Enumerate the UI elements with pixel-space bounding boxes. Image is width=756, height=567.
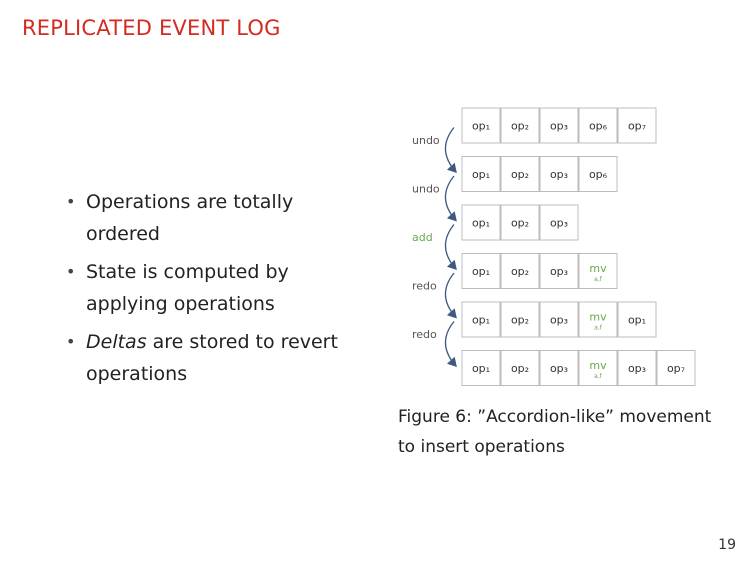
op-cell-label: op₂ (511, 217, 529, 230)
op-cell-label: op₁ (628, 314, 646, 327)
op-cell-label: op₆ (589, 120, 608, 133)
op-cell-label: mv (589, 311, 607, 324)
op-cell-label: op₂ (511, 265, 529, 278)
curved-arrow-icon (444, 272, 457, 319)
op-cell: op₁ (461, 107, 501, 144)
op-cell: op₁ (461, 301, 501, 338)
op-cell: op₂ (500, 301, 540, 338)
op-cell-label: op₃ (550, 217, 568, 230)
curved-arrow-icon (444, 127, 457, 173)
figure-caption-text: ”Accordion-like” movement to insert oper… (398, 407, 712, 457)
op-cell-sublabel: a,f (594, 325, 603, 332)
op-cell-label: op₁ (472, 120, 490, 133)
op-cell-label: op₇ (667, 362, 685, 375)
op-cell: op₁ (461, 156, 501, 192)
op-cell: op₆ (578, 107, 618, 144)
op-cell-label: op₁ (472, 168, 490, 181)
op-cell-sublabel: a,f (594, 276, 603, 283)
transition-arrow: add (412, 224, 457, 270)
op-cell: op₃ (539, 204, 579, 241)
op-cell: op₇ (617, 107, 657, 144)
bullet-item: • Deltas are stored to revert operations (62, 326, 362, 390)
accordion-diagram: op₁ op₂ op₃ op₆ op₇ op₁ op₂ op₃ op₆ op₁ op₂ op₃ op₁ o… (412, 107, 696, 386)
op-cell-label: mv (589, 262, 607, 275)
op-cell: op₁ (461, 204, 501, 241)
transition-label: undo (412, 134, 440, 147)
op-cell-label: mv (589, 359, 607, 372)
op-cell: op₁ (461, 350, 501, 386)
op-cell: mva,f (578, 253, 618, 289)
transition-arrow: redo (412, 272, 457, 319)
op-cell-label: op₂ (511, 168, 529, 181)
op-cell-label: op₂ (511, 314, 529, 327)
op-cell: mva,f (578, 301, 618, 338)
curved-arrow-icon (444, 175, 457, 222)
op-cell: op₂ (500, 107, 540, 144)
bullet-emphasis: Deltas (86, 331, 147, 353)
op-cell-label: op₃ (550, 168, 568, 181)
op-cell-sublabel: a,f (594, 373, 603, 380)
bullet-item: • Operations are totally ordered (62, 186, 362, 250)
op-cell-label: op₁ (472, 265, 490, 278)
bullet-text: State is computed by applying operations (86, 261, 289, 315)
op-cell-label: op₃ (550, 314, 568, 327)
transition-arrow: redo (412, 321, 457, 367)
op-cell-label: op₂ (511, 120, 529, 133)
op-cell-label: op₆ (589, 168, 608, 181)
op-cell: op₂ (500, 156, 540, 192)
bullet-dot-icon: • (66, 192, 76, 211)
bullet-text: are stored to revert operations (86, 331, 338, 385)
transition-arrow: undo (412, 175, 457, 222)
op-cell-label: op₂ (511, 362, 529, 375)
curved-arrow-icon (444, 321, 457, 367)
op-cell-label: op₃ (550, 120, 568, 133)
op-cell: op₆ (578, 156, 618, 192)
op-cell-label: op₃ (628, 362, 646, 375)
op-cell: op₇ (656, 350, 696, 386)
op-cell: op₃ (617, 350, 657, 386)
transition-label: redo (412, 328, 437, 341)
op-cell-label: op₇ (628, 120, 646, 133)
slide-title: REPLICATED EVENT LOG (22, 16, 281, 40)
op-cell-label: op₃ (550, 265, 568, 278)
op-cell: op₃ (539, 253, 579, 289)
op-cell: op₁ (461, 253, 501, 289)
op-cell: op₃ (539, 350, 579, 386)
figure-caption: Figure 6: ”Accordion-like” movement to i… (398, 402, 728, 462)
op-cell: op₃ (539, 156, 579, 192)
op-cell-label: op₁ (472, 217, 490, 230)
bullet-text: Operations are totally ordered (86, 191, 294, 245)
bullet-list: • Operations are totally ordered • State… (62, 186, 362, 396)
figure-caption-label: Figure 6: (398, 407, 472, 427)
transition-label: add (412, 231, 433, 244)
transition-label: redo (412, 279, 437, 292)
op-cell-label: op₃ (550, 362, 568, 375)
op-cell: op₁ (617, 301, 657, 338)
bullet-dot-icon: • (66, 332, 76, 351)
page-number: 19 (718, 537, 736, 553)
op-cell: op₂ (500, 350, 540, 386)
curved-arrow-icon (444, 224, 457, 270)
op-cell: op₃ (539, 301, 579, 338)
op-cell: op₂ (500, 253, 540, 289)
bullet-dot-icon: • (66, 262, 76, 281)
transition-label: undo (412, 182, 440, 195)
op-cell: op₃ (539, 107, 579, 144)
op-cell-label: op₁ (472, 362, 490, 375)
transition-arrow: undo (412, 127, 457, 173)
op-cell: mva,f (578, 350, 618, 386)
op-cell: op₂ (500, 204, 540, 241)
op-cell-label: op₁ (472, 314, 490, 327)
bullet-item: • State is computed by applying operatio… (62, 256, 362, 320)
